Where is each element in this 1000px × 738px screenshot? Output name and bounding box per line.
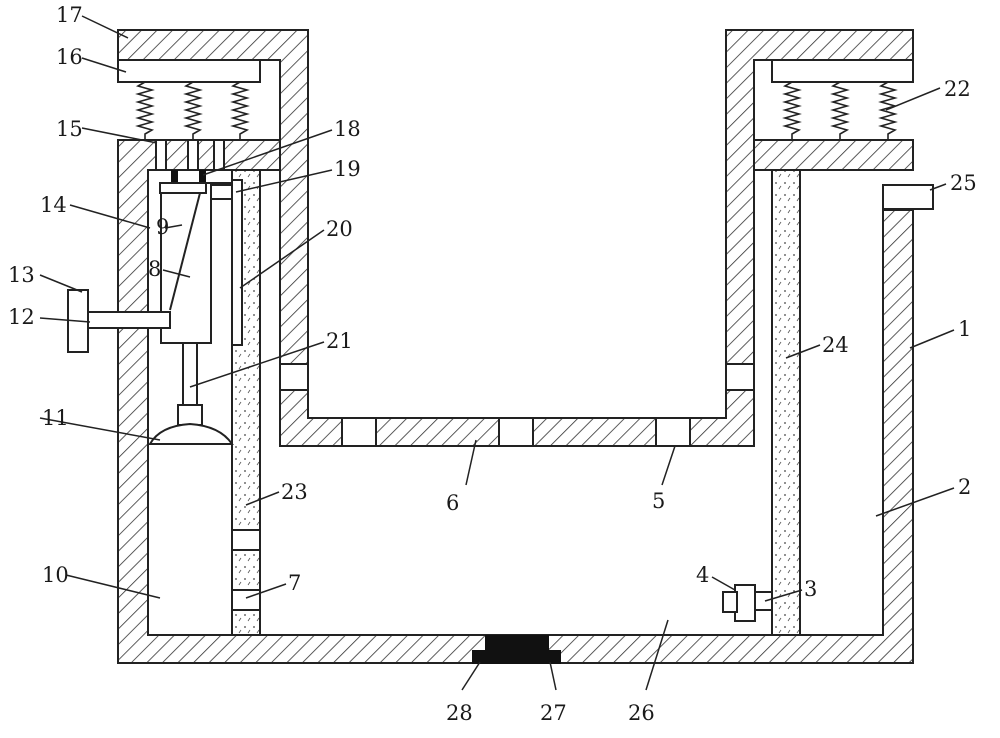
label-14: 14 [40, 193, 67, 217]
spring-plates [117, 59, 914, 83]
label-12: 12 [8, 305, 35, 329]
base-pad [472, 635, 561, 664]
leader-lines [39, 15, 955, 691]
label-7: 7 [288, 571, 301, 595]
label-23: 23 [281, 480, 308, 504]
label-6: 6 [446, 491, 459, 515]
label-16: 16 [56, 45, 83, 69]
label-3: 3 [804, 577, 817, 601]
reference-numerals: 17 16 15 18 19 14 9 8 13 12 20 21 11 23 … [8, 3, 977, 725]
label-4: 4 [696, 563, 709, 587]
u-channel-ports [279, 363, 755, 447]
label-1: 1 [958, 317, 971, 341]
springs [135, 81, 898, 140]
label-2: 2 [958, 475, 971, 499]
label-5: 5 [652, 489, 665, 513]
label-26: 26 [628, 701, 655, 725]
label-11: 11 [42, 406, 69, 430]
label-18: 18 [334, 117, 361, 141]
label-27: 27 [540, 701, 567, 725]
label-19: 19 [334, 157, 361, 181]
label-13: 13 [8, 263, 35, 287]
label-28: 28 [446, 701, 473, 725]
label-22: 22 [944, 77, 971, 101]
label-21: 21 [326, 329, 353, 353]
label-9: 9 [156, 215, 169, 239]
label-20: 20 [326, 217, 353, 241]
pump-mechanism [67, 179, 243, 445]
label-24: 24 [822, 333, 849, 357]
label-15: 15 [56, 117, 83, 141]
filter-columns [231, 169, 801, 636]
guide-rods [155, 139, 225, 182]
label-17: 17 [56, 3, 83, 27]
label-25: 25 [950, 171, 977, 195]
label-10: 10 [42, 563, 69, 587]
label-8: 8 [148, 257, 161, 281]
outlet-valves [722, 184, 934, 622]
